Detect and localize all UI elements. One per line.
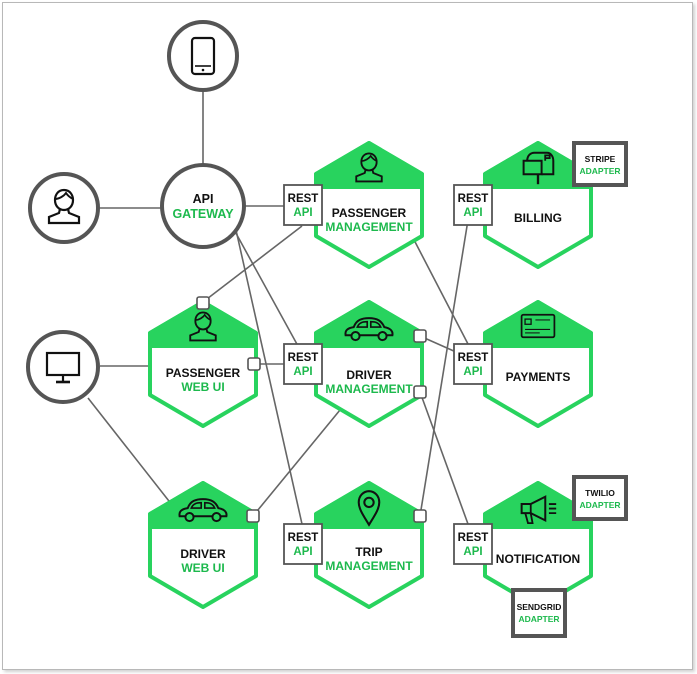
service-label-line2: MANAGEMENT	[325, 382, 413, 396]
adapter-label-line1: TWILIO	[585, 488, 615, 498]
mobile-phone-icon	[190, 36, 216, 76]
billing-service[interactable]: BILLING	[483, 141, 593, 269]
rest-api-payments[interactable]: REST API	[453, 343, 493, 385]
connector-dots	[196, 296, 427, 523]
service-label-line1: BILLING	[514, 211, 562, 225]
link-gateway-rest-driver	[231, 225, 299, 347]
rest-label-line1: REST	[288, 193, 319, 205]
service-label-line2: MANAGEMENT	[325, 559, 413, 573]
adapter-label-line1: STRIPE	[585, 154, 616, 164]
rest-label-line1: REST	[458, 193, 489, 205]
rest-label-line1: REST	[458, 532, 489, 544]
adapter-label-line2: ADAPTER	[579, 166, 620, 176]
stripe-adapter[interactable]: STRIPE ADAPTER	[572, 141, 628, 187]
gateway-label-line2: GATEWAY	[172, 207, 234, 221]
service-label-line2: MANAGEMENT	[325, 220, 413, 234]
service-label-line1: DRIVER	[180, 547, 226, 561]
service-label-line1: PASSENGER	[332, 206, 407, 220]
desktop-monitor-icon	[45, 351, 81, 384]
rest-label-line1: REST	[288, 352, 319, 364]
link-gateway-rest-trip	[235, 229, 303, 525]
gateway-label-line1: API	[193, 192, 214, 206]
link-trip-rest-billing	[419, 219, 469, 517]
adapter-label-line1: SENDGRID	[517, 602, 562, 612]
link-driver-webui-driver-mgmt	[252, 409, 341, 517]
person-client[interactable]	[28, 172, 100, 244]
driver-management-service[interactable]: DRIVER MANAGEMENT	[314, 300, 424, 428]
service-label-line2: WEB UI	[181, 561, 224, 575]
connector-dot	[247, 357, 261, 371]
connector-dot	[413, 329, 427, 343]
service-label-line1: DRIVER	[346, 368, 392, 382]
service-label-line1: TRIP	[355, 545, 382, 559]
service-label-line1: PAYMENTS	[506, 370, 571, 384]
payments-service[interactable]: PAYMENTS	[483, 300, 593, 428]
desktop-client[interactable]	[26, 330, 100, 404]
twilio-adapter[interactable]: TWILIO ADAPTER	[572, 475, 628, 521]
api-gateway[interactable]: API GATEWAY	[160, 163, 246, 249]
rest-label-line2: API	[293, 207, 312, 219]
rest-label-line1: REST	[458, 352, 489, 364]
service-label-line2: WEB UI	[181, 380, 224, 394]
driver-web-ui-service[interactable]: DRIVER WEB UI	[148, 481, 258, 609]
link-desktop-driver-webui	[87, 397, 177, 511]
rest-api-trip-management[interactable]: REST API	[283, 523, 323, 565]
service-label-line1: NOTIFICATION	[496, 552, 580, 566]
rest-label-line2: API	[293, 366, 312, 378]
sendgrid-adapter[interactable]: SENDGRID ADAPTER	[511, 588, 567, 638]
rest-api-passenger-management[interactable]: REST API	[283, 184, 323, 226]
rest-api-notification[interactable]: REST API	[453, 523, 493, 565]
rest-label-line2: API	[463, 207, 482, 219]
link-passenger-mgmt-rest-payments	[411, 235, 469, 345]
rest-api-billing[interactable]: REST API	[453, 184, 493, 226]
trip-management-service[interactable]: TRIP MANAGEMENT	[314, 481, 424, 609]
mobile-client[interactable]	[167, 20, 239, 92]
service-label-line1: PASSENGER	[166, 366, 241, 380]
rest-label-line2: API	[293, 546, 312, 558]
connector-dot	[413, 509, 427, 523]
connection-lines	[87, 78, 469, 525]
connector-dot	[196, 296, 210, 310]
passenger-management-service[interactable]: PASSENGER MANAGEMENT	[314, 141, 424, 269]
rest-label-line2: API	[463, 366, 482, 378]
connector-dot	[413, 385, 427, 399]
link-driver-mgmt-rest-notification	[419, 391, 469, 525]
adapter-label-line2: ADAPTER	[518, 614, 559, 624]
rest-label-line2: API	[463, 546, 482, 558]
connector-dot	[246, 509, 260, 523]
adapter-label-line2: ADAPTER	[579, 500, 620, 510]
passenger-web-ui-service[interactable]: PASSENGER WEB UI	[148, 300, 258, 428]
rest-api-driver-management[interactable]: REST API	[283, 343, 323, 385]
rest-label-line1: REST	[288, 532, 319, 544]
